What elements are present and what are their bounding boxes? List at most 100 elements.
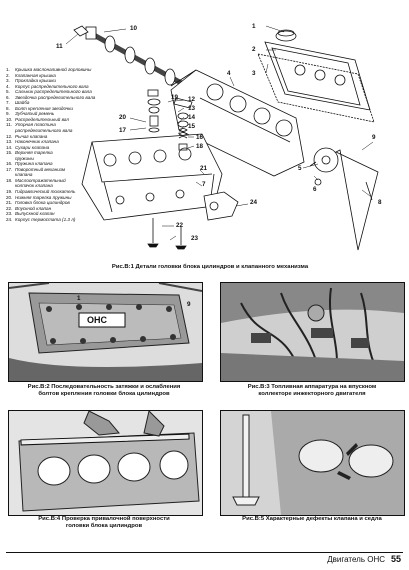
legend-item-text: Упорная пластина [15, 122, 56, 128]
legend-item-number: 12. [6, 133, 13, 139]
legend-item: 10.Распределительный вал [6, 117, 124, 123]
figure-b1-caption: Рис.В:1 Детали головки блока цилиндров и… [111, 264, 309, 270]
thermostat-housing-drawing [203, 191, 239, 221]
footer-rule [6, 552, 403, 553]
callout-24: 24 [250, 199, 258, 206]
legend-item: 6. Звездочка распределительного вала [6, 95, 124, 101]
valves-drawing [147, 218, 187, 250]
figure-b3-caption-line1: Рис.В:3 Топливная аппаратура на впускном [247, 384, 377, 390]
valve-train-drawing [147, 89, 193, 151]
legend-item: 9. Зубчатый ремень [6, 111, 124, 117]
legend-item-text: Болт крепления звездочки [15, 105, 73, 111]
legend-item: 2. Клапанная крышка [6, 73, 124, 79]
legend-item: распределительного вала [6, 128, 124, 134]
figure-b5-photo [220, 410, 405, 516]
legend-item-text: Клапанная крышка [15, 72, 56, 78]
page-number: 55 [390, 554, 401, 564]
legend-item-text: Наконечник клапана [15, 139, 59, 145]
figure-b4-caption-line2: головки блока цилиндров [65, 523, 143, 529]
figure-b2-caption-line1: Рис.В:2 Последовательность затяжки и осл… [27, 384, 181, 390]
legend-item-number: 13. [6, 139, 13, 145]
legend-item-text: Сальник распределительного вала [15, 89, 92, 95]
camshaft-housing-drawing [170, 69, 305, 177]
figure-b3-caption: Рис.В:3 Топливная аппаратура на впускном… [218, 384, 406, 398]
fuel-injection-photo [221, 283, 404, 381]
b2-callout-9: 9 [187, 301, 191, 308]
legend-item-number: 1. [6, 67, 10, 72]
callout-1: 1 [252, 23, 256, 30]
callout-9: 9 [372, 134, 376, 141]
legend-item-number: 2. [6, 72, 10, 78]
callout-6: 6 [313, 186, 317, 193]
legend-item-text: клапана [15, 172, 33, 178]
legend-item: 1.Крышка маслоналивной горловины [6, 67, 124, 73]
valve-cover-drawing [257, 29, 375, 123]
legend-item-text: Впускной клапан [15, 205, 52, 211]
legend-item-number: 4. [6, 83, 10, 89]
legend-item-text: Гидравлический толкатель [15, 189, 76, 195]
callout-5: 5 [298, 165, 302, 172]
page-footer: Двигатель ОНС 55 [0, 552, 409, 570]
legend-item: 4.Корпус распределительного вала [6, 84, 124, 90]
legend-item-text: Корпус термостата (1.3 л) [15, 216, 76, 222]
legend-item-text: Зубчатый ремень [15, 111, 55, 117]
legend-item-number: 3. [6, 78, 10, 84]
callout-10: 10 [130, 25, 138, 32]
legend-item-number: 9. [6, 111, 10, 117]
b2-callout-1: 1 [77, 295, 81, 302]
legend-item-number: 23. [6, 211, 13, 217]
legend-item-text: Пружина клапана [15, 161, 53, 167]
legend-item: 3.Прокладка крышки [6, 78, 124, 84]
cylinder-head-drawing [81, 133, 223, 221]
legend-item: 11.Упорная пластина [6, 122, 124, 128]
legend-item-number: 21. [6, 200, 13, 206]
legend-item: 7.Шайба [6, 100, 124, 106]
figure-b4-caption-line1: Рис.В:4 Проверка привалочной поверхности [38, 516, 170, 522]
callout-22: 22 [176, 222, 184, 229]
legend-item-number: 14. [6, 144, 13, 150]
callout-20: 20 [119, 114, 127, 121]
callout-12: 12 [188, 96, 196, 103]
figure-b2-caption: Рис.В:2 Последовательность затяжки и осл… [4, 384, 204, 398]
legend-item-text: Верхняя тарелка [15, 150, 53, 156]
legend-item-number: 24. [6, 216, 13, 222]
legend-item: 8.Болт крепления звездочки [6, 106, 124, 112]
legend-item: 23.Выпускной клапан [6, 211, 124, 217]
legend-item-text: Поворотный механизм [15, 166, 66, 172]
legend-item: 24.Корпус термостата (1.3 л) [6, 217, 124, 223]
legend-item: 5.Сальник распределительного вала [6, 89, 124, 95]
figure-b3-photo [220, 282, 405, 382]
callout-13: 13 [188, 105, 196, 112]
valve-defects-photo [221, 411, 404, 515]
callout-7: 7 [202, 181, 206, 188]
legend-item-text: распределительного вала [15, 128, 73, 134]
engine-top-photo [9, 283, 202, 381]
legend-item-number: 11. [6, 122, 13, 128]
figure-b4-caption: Рис.В:4 Проверка привалочной поверхности… [4, 516, 204, 530]
ohc-logo: OHC [87, 315, 107, 325]
legend-item: 12.Рычаг клапана [6, 134, 124, 140]
callout-14: 14 [188, 114, 196, 121]
callout-11: 11 [56, 43, 63, 50]
figure-b4-photo [8, 410, 203, 516]
figure-b1-exploded-drawing [65, 25, 379, 251]
legend-item-text: Распределительный вал [15, 116, 69, 122]
legend-item-number: 10. [6, 116, 13, 122]
legend-item-number: 6. [6, 94, 10, 100]
figure-b2-caption-line2: болтов крепления головки блока цилиндров [38, 391, 170, 397]
legend-item-number: 15. [6, 150, 13, 156]
legend-item: 20.Нижняя тарелка пружины [6, 195, 124, 201]
legend-item-text: Шайба [15, 100, 30, 106]
callout-18: 18 [196, 143, 204, 150]
legend-item: пружины [6, 156, 124, 162]
callout-17: 17 [119, 127, 127, 134]
legend-item-text: Звездочка распределительного вала [15, 94, 96, 100]
legend-item: 13.Наконечник клапана [6, 139, 124, 145]
legend-item-text: Сухари клапана [15, 144, 50, 150]
legend-item-number: 18. [6, 177, 13, 183]
callout-2: 2 [252, 46, 256, 53]
legend-item-number: 22. [6, 205, 13, 211]
legend-item-number: 20. [6, 194, 13, 200]
legend-item-text: Рычаг клапана [15, 133, 48, 139]
